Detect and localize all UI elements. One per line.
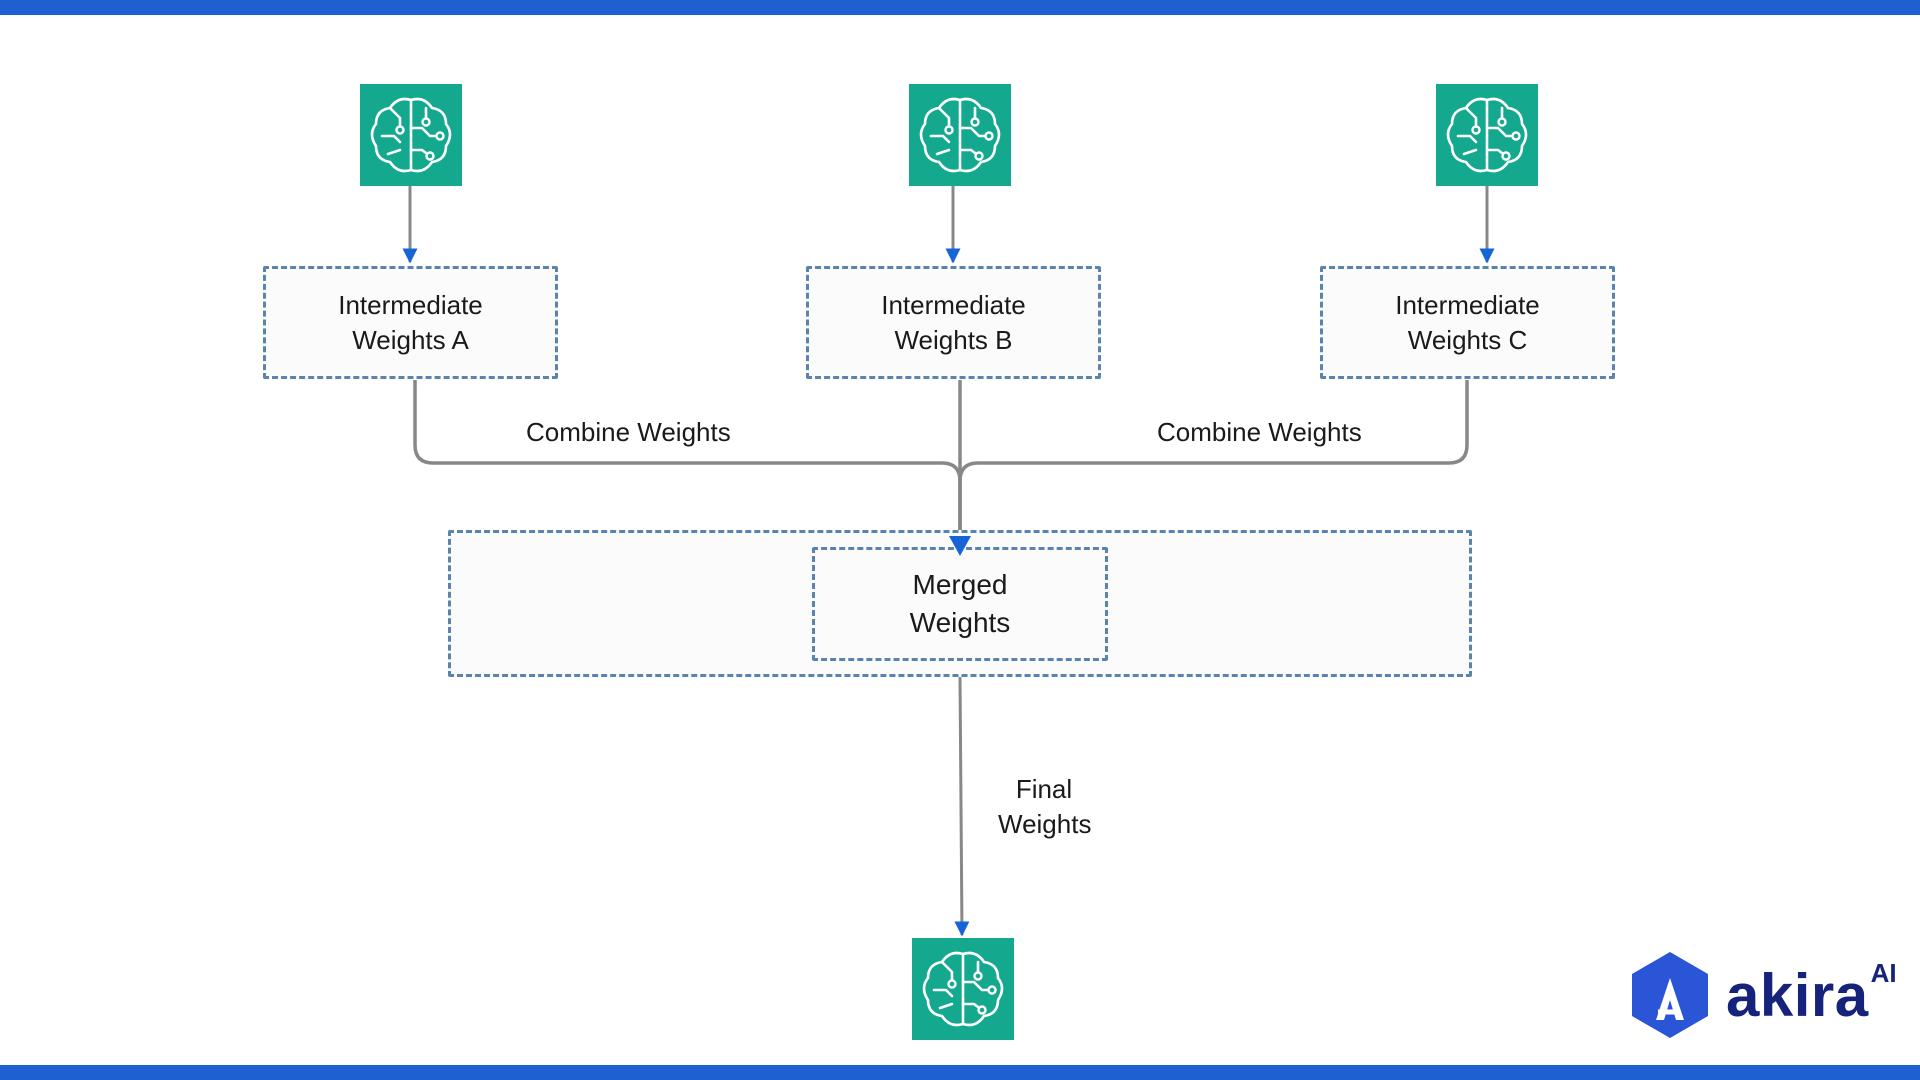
brain-circuit-icon [370, 97, 452, 173]
combine-weights-label-right: Combine Weights [1157, 417, 1362, 447]
final-label-line-1: Final [1015, 774, 1073, 804]
bottom-accent-bar [0, 1065, 1920, 1080]
box-c-line-2: Weights C [1407, 324, 1528, 355]
merged-line-1: Merged [912, 569, 1008, 600]
box-a-line-1: Intermediate [338, 289, 483, 320]
model-icon-b [909, 84, 1011, 186]
merged-weights-box: Merged Weights [812, 547, 1108, 661]
final-weights-label: Final Weights [998, 772, 1092, 842]
intermediate-weights-c-box: Intermediate Weights C [1320, 266, 1615, 379]
box-c-line-1: Intermediate [1395, 289, 1540, 320]
intermediate-weights-b-box: Intermediate Weights B [806, 266, 1101, 379]
logo-superscript: AI [1870, 957, 1897, 988]
brain-circuit-icon [919, 97, 1001, 173]
merged-line-2: Weights [909, 607, 1011, 638]
box-b-line-1: Intermediate [881, 289, 1026, 320]
brain-circuit-icon [922, 951, 1004, 1027]
akira-logo-icon [1632, 952, 1708, 1038]
intermediate-weights-a-box: Intermediate Weights A [263, 266, 558, 379]
box-b-line-2: Weights B [894, 324, 1013, 355]
top-accent-bar [0, 0, 1920, 15]
logo-word: akira [1726, 961, 1869, 1029]
model-icon-a [360, 84, 462, 186]
final-label-line-2: Weights [998, 809, 1092, 839]
brain-circuit-icon [1446, 97, 1528, 173]
box-a-line-2: Weights A [352, 324, 469, 355]
arrow-merge-to-final [954, 676, 970, 937]
model-icon-final [912, 938, 1014, 1040]
model-icon-c [1436, 84, 1538, 186]
akira-logo: akira AI [1628, 950, 1897, 1040]
merge-arrowhead [949, 536, 971, 556]
combine-weights-label-left: Combine Weights [526, 417, 731, 447]
